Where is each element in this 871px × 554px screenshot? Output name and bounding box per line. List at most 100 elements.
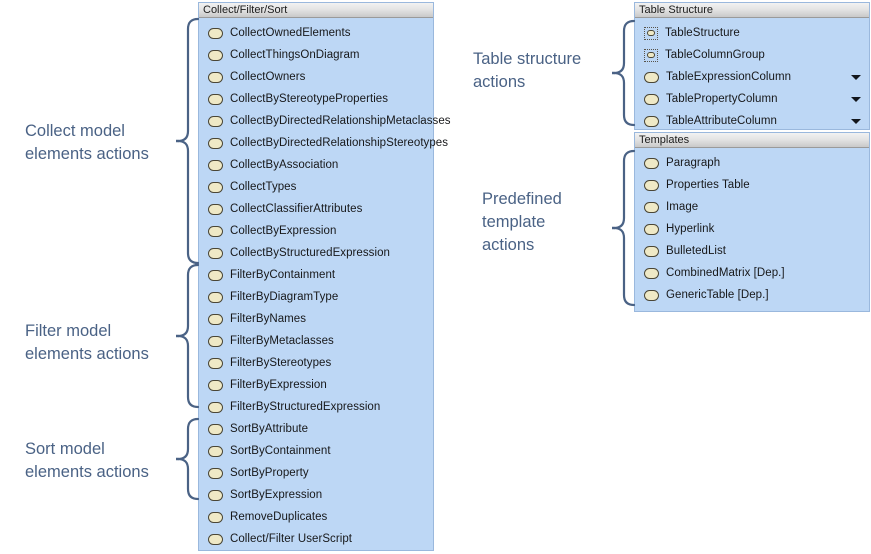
palette-item-paragraph[interactable]: Paragraph [635, 152, 869, 174]
collect-filter-sort-panel-title: Collect/Filter/Sort [199, 3, 433, 18]
palette-item-collecttypes[interactable]: CollectTypes [199, 176, 433, 198]
chevron-down-icon[interactable] [851, 74, 861, 80]
annotation-filter-model-elements: Filter model elements actions [25, 322, 149, 363]
palette-item-label: FilterByDiagramType [230, 291, 339, 303]
annotation-predefined-template-actions: Predefined template actions [482, 190, 562, 254]
palette-item-collect-filter-userscript[interactable]: Collect/Filter UserScript [199, 528, 433, 550]
annotation-table-structure-actions: Table structure actions [473, 50, 582, 91]
palette-item-filterbystereotypes[interactable]: FilterByStereotypes [199, 352, 433, 374]
palette-item-label: CollectByStereotypeProperties [230, 93, 389, 105]
palette-item-collectbydirectedrelationshipstereotypes[interactable]: CollectByDirectedRelationshipStereotypes [199, 132, 448, 154]
oval-action-icon [644, 289, 659, 301]
palette-item-filterbydiagramtype[interactable]: FilterByDiagramType [199, 286, 433, 308]
palette-item-filterbycontainment[interactable]: FilterByContainment [199, 264, 433, 286]
palette-item-label: TablePropertyColumn [666, 93, 778, 105]
oval-action-icon [644, 201, 659, 213]
palette-item-tablecolumngroup[interactable]: TableColumnGroup [635, 44, 869, 66]
oval-action-icon [208, 137, 223, 149]
palette-item-label: CollectByDirectedRelationshipStereotypes [230, 137, 449, 149]
brace-filter [176, 262, 200, 410]
brace-collect [176, 16, 200, 266]
palette-item-filterbystructuredexpression[interactable]: FilterByStructuredExpression [199, 396, 433, 418]
oval-action-icon [208, 247, 223, 259]
palette-item-label: FilterByNames [230, 313, 307, 325]
palette-item-label: TableAttributeColumn [666, 115, 777, 127]
oval-action-icon [208, 49, 223, 61]
oval-action-icon [208, 357, 223, 369]
palette-item-label: TableStructure [665, 27, 740, 39]
oval-action-icon [208, 511, 223, 523]
brace-templates [612, 148, 636, 308]
palette-item-label: FilterByMetaclasses [230, 335, 334, 347]
oval-action-icon [208, 445, 223, 457]
oval-action-icon [208, 335, 223, 347]
palette-item-label: BulletedList [666, 245, 727, 257]
palette-item-label: SortByExpression [230, 489, 323, 501]
oval-action-icon [208, 93, 223, 105]
palette-item-label: CollectByAssociation [230, 159, 339, 171]
oval-action-icon [208, 203, 223, 215]
chevron-down-icon[interactable] [851, 96, 861, 102]
palette-item-collectbystereotypeproperties[interactable]: CollectByStereotypeProperties [199, 88, 433, 110]
palette-item-properties-table[interactable]: Properties Table [635, 174, 869, 196]
palette-item-label: CollectOwnedElements [230, 27, 351, 39]
palette-item-sortbyexpression[interactable]: SortByExpression [199, 484, 433, 506]
oval-action-icon [208, 71, 223, 83]
palette-item-generictable-dep[interactable]: GenericTable [Dep.] [635, 284, 869, 306]
palette-item-label: CombinedMatrix [Dep.] [666, 267, 785, 279]
oval-action-icon [208, 269, 223, 281]
palette-item-label: CollectByDirectedRelationshipMetaclasses [230, 115, 451, 127]
palette-item-collectthingsondiagram[interactable]: CollectThingsOnDiagram [199, 44, 433, 66]
oval-action-icon [208, 181, 223, 193]
palette-item-sortbycontainment[interactable]: SortByContainment [199, 440, 433, 462]
palette-item-sortbyproperty[interactable]: SortByProperty [199, 462, 433, 484]
palette-item-collectownedelements[interactable]: CollectOwnedElements [199, 22, 433, 44]
palette-item-image[interactable]: Image [635, 196, 869, 218]
palette-item-collectclassifierattributes[interactable]: CollectClassifierAttributes [199, 198, 433, 220]
palette-item-collectbystructuredexpression[interactable]: CollectByStructuredExpression [199, 242, 433, 264]
oval-action-icon [644, 157, 659, 169]
palette-item-collectowners[interactable]: CollectOwners [199, 66, 433, 88]
oval-action-icon [208, 467, 223, 479]
palette-item-sortbyattribute[interactable]: SortByAttribute [199, 418, 433, 440]
palette-item-label: CollectByStructuredExpression [230, 247, 390, 259]
oval-action-icon [208, 401, 223, 413]
chevron-down-icon[interactable] [851, 118, 861, 124]
oval-action-icon [208, 379, 223, 391]
oval-action-icon [208, 489, 223, 501]
palette-item-bulletedlist[interactable]: BulletedList [635, 240, 869, 262]
oval-action-icon [644, 179, 659, 191]
oval-action-icon [208, 291, 223, 303]
palette-item-removeduplicates[interactable]: RemoveDuplicates [199, 506, 433, 528]
palette-item-label: FilterByContainment [230, 269, 336, 281]
oval-action-icon [208, 27, 223, 39]
palette-item-tablepropertycolumn[interactable]: TablePropertyColumn [635, 88, 869, 110]
collect-filter-sort-panel: Collect/Filter/Sort CollectOwnedElements… [198, 2, 451, 554]
palette-item-tablestructure[interactable]: TableStructure [635, 22, 869, 44]
oval-action-icon [208, 159, 223, 171]
palette-item-tableexpressioncolumn[interactable]: TableExpressionColumn [635, 66, 869, 88]
brace-table-structure [612, 18, 636, 128]
oval-action-icon [644, 71, 659, 83]
oval-action-icon [208, 423, 223, 435]
palette-item-tableattributecolumn[interactable]: TableAttributeColumn [635, 110, 869, 132]
brace-sort [176, 416, 200, 502]
palette-item-filterbynames[interactable]: FilterByNames [199, 308, 433, 330]
palette-item-hyperlink[interactable]: Hyperlink [635, 218, 869, 240]
palette-item-collectbyexpression[interactable]: CollectByExpression [199, 220, 433, 242]
templates-panel-title: Templates [635, 133, 869, 148]
palette-item-label: CollectClassifierAttributes [230, 203, 363, 215]
palette-item-label: FilterByStereotypes [230, 357, 332, 369]
palette-item-combinedmatrix-dep[interactable]: CombinedMatrix [Dep.] [635, 262, 869, 284]
palette-item-collectbyassociation[interactable]: CollectByAssociation [199, 154, 433, 176]
palette-item-label: RemoveDuplicates [230, 511, 328, 523]
palette-item-label: GenericTable [Dep.] [666, 289, 769, 301]
palette-item-collectbydirectedrelationshipmetaclasses[interactable]: CollectByDirectedRelationshipMetaclasses [199, 110, 451, 132]
oval-action-icon [208, 533, 223, 545]
palette-item-label: SortByProperty [230, 467, 309, 479]
palette-item-filterbyexpression[interactable]: FilterByExpression [199, 374, 433, 396]
palette-item-filterbymetaclasses[interactable]: FilterByMetaclasses [199, 330, 433, 352]
